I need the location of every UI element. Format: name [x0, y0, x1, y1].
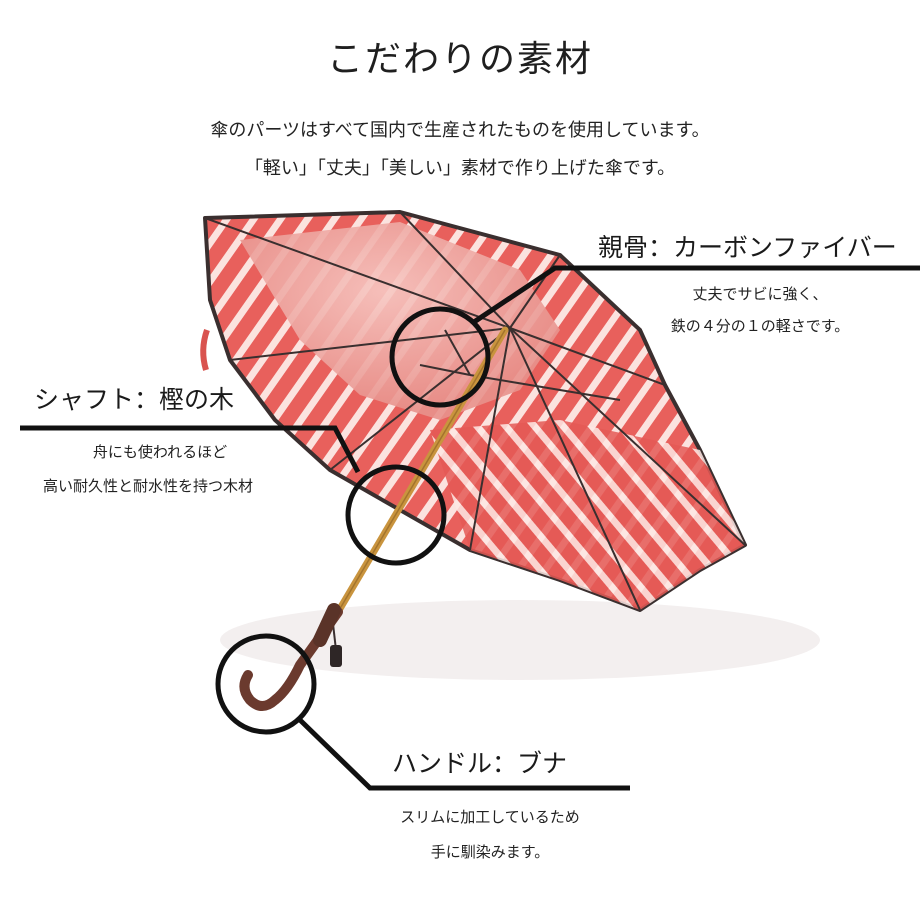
handle — [239, 607, 343, 711]
shaft-desc-2: 高い耐久性と耐水性を持つ木材 — [42, 477, 253, 495]
handle-label: ハンドル：ブナ — [392, 749, 568, 778]
intro-line-2: 「軽い」「丈夫」「美しい」素材で作り上げた傘です。 — [244, 158, 676, 179]
handle-desc-2: 手に馴染みます。 — [430, 843, 550, 861]
leader-handle — [298, 718, 630, 791]
ribs-label: 親骨：カーボンファイバー — [598, 233, 897, 262]
canopy-lower-panel — [430, 420, 745, 610]
leader-ribs — [472, 265, 920, 325]
leader-shaft — [20, 425, 361, 474]
handle-desc-1: スリムに加工しているため — [400, 808, 580, 826]
ribs-desc-1: 丈夫でサビに強く、 — [692, 285, 828, 303]
callout-circle-shaft — [345, 464, 447, 566]
callout-circle-handle — [215, 633, 317, 735]
shaft-label: シャフト：樫の木 — [34, 385, 235, 414]
intro-line-1: 傘のパーツはすべて国内で生産されたものを使用しています。 — [210, 120, 710, 141]
page-title: こだわりの素材 — [326, 39, 593, 80]
strap — [200, 329, 210, 371]
ribs — [204, 211, 746, 611]
floor-shadow — [220, 600, 820, 680]
shaft-desc-1: 舟にも使われるほど — [92, 443, 228, 461]
tassel — [330, 645, 342, 667]
ribs-desc-2: 鉄の４分の１の軽さです。 — [670, 317, 850, 335]
callout-circle-ribs — [389, 306, 491, 408]
